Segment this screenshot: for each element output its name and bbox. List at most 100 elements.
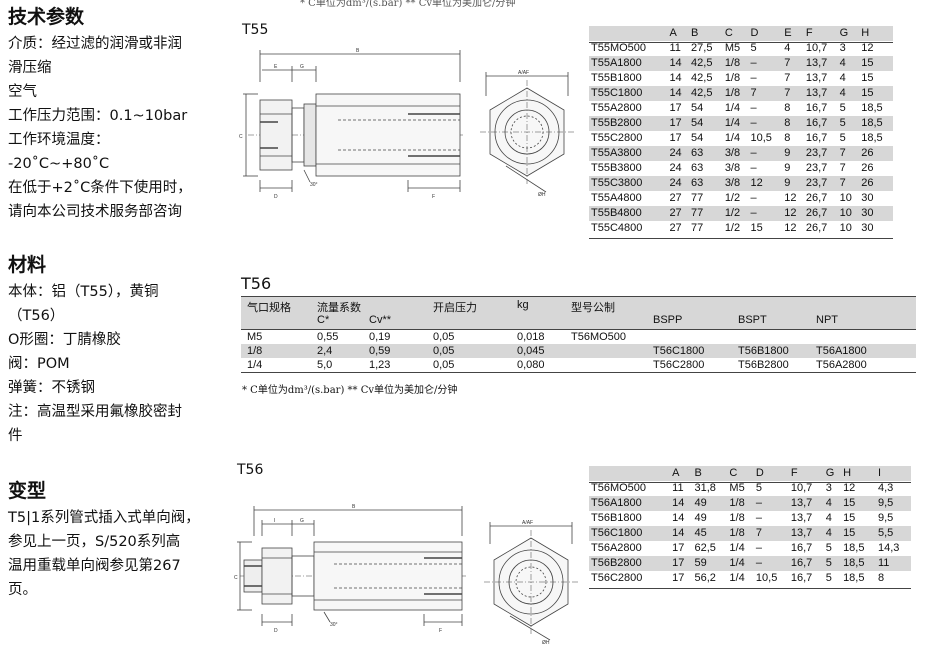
t56-side-drawing: B I G C D F 30° — [234, 504, 466, 634]
table-cell: 5 — [755, 482, 763, 494]
table-cell: 54 — [689, 116, 723, 131]
variant-line: 温用重载单向阀参见第267 — [8, 558, 181, 574]
dim-c-label: C — [239, 134, 243, 140]
table-cell: – — [755, 542, 763, 554]
table-cell: T56C1800 — [589, 526, 671, 541]
table-cell: 5 — [839, 132, 846, 144]
t56-table-bottom-rule — [589, 588, 911, 589]
table-cell: 23,7 — [803, 146, 838, 161]
t56-dim-aaf-label: A/AF — [522, 520, 533, 526]
table-cell: 27 — [667, 206, 690, 221]
table-cell: 49 — [694, 512, 707, 524]
table-cell: 18,5 — [843, 572, 865, 584]
table-cell: 26,7 — [803, 206, 838, 221]
table-cell: 31,8 — [694, 482, 716, 494]
table-cell: 9,5 — [876, 496, 911, 511]
table-cell: T55A1800 — [589, 56, 668, 71]
flow-table-header: 气口规格 流量系数 开启压力 kg 型号公制 C* Cv** BSPP BSPT… — [241, 297, 916, 329]
table-cell: 14 — [669, 72, 682, 84]
table-cell: 16,7 — [790, 542, 813, 554]
table-cell: 14 — [672, 512, 685, 524]
table-cell: 3/8 — [722, 176, 749, 191]
table-cell: 15 — [861, 72, 874, 84]
header-cv: Cv** — [369, 314, 392, 326]
dim-f-label: F — [432, 194, 435, 200]
table-cell: 16,7 — [805, 132, 828, 144]
table-cell: 4 — [823, 496, 842, 511]
table-cell: 12 — [784, 222, 797, 234]
material-line: 阀：POM — [8, 356, 70, 372]
table-cell: 10 — [839, 222, 852, 234]
table-cell: 5 — [825, 542, 832, 554]
t56-dim-i-label: I — [274, 518, 275, 524]
material-line: O形圈：丁腈橡胶 — [8, 332, 121, 348]
table-header: A B C D E F G H — [589, 26, 893, 41]
table-cell: 13,7 — [790, 512, 813, 524]
dim-e-label: E — [274, 64, 278, 70]
table-cell: 15 — [843, 512, 856, 524]
variant-line: 页。 — [8, 582, 37, 598]
header-c: C* — [317, 314, 330, 326]
table-cell: – — [753, 496, 789, 511]
table-cell: 12 — [843, 482, 856, 494]
table-cell: 14,3 — [878, 542, 900, 554]
table-cell: 4 — [839, 72, 846, 84]
top-clipped-note: * C单位为dm³/(s.bar) ** Cv单位为美加仑/分钟 — [300, 0, 516, 9]
t56-dim-h-label: ØH — [542, 640, 550, 646]
table-cell: 45 — [692, 526, 728, 541]
table-cell: 3/8 — [724, 162, 741, 174]
table-cell: 7 — [837, 146, 860, 161]
dim-b-label: B — [356, 48, 360, 54]
angle-label: 30° — [310, 182, 318, 188]
table-cell: T55C3800 — [589, 176, 668, 191]
t55-table-header-rule — [589, 42, 893, 43]
table-cell: 16,7 — [790, 572, 813, 584]
table-cell: 17 — [669, 132, 682, 144]
variant-body: T5|1系列管式插入式单向阀， 参见上一页，S/520系列高 温用重载单向阀参见… — [8, 506, 228, 602]
table-cell: 26,7 — [805, 222, 828, 234]
table-cell: 4,3 — [878, 482, 894, 494]
table-cell: 77 — [689, 206, 723, 221]
table-cell: 14 — [667, 86, 690, 101]
t56-dim-c-label: C — [234, 575, 238, 581]
flow-cell: 0,080 — [517, 359, 545, 371]
table-cell: 24 — [667, 146, 690, 161]
table-cell: 7 — [837, 176, 860, 191]
table-cell: T55C1800 — [589, 86, 668, 101]
table-cell: – — [748, 146, 783, 161]
table-cell: 3 — [825, 482, 832, 494]
flow-cell: 0,05 — [433, 345, 455, 357]
table-cell: – — [750, 72, 757, 84]
table-cell: 18,5 — [859, 116, 893, 131]
table-cell: 30 — [861, 222, 874, 234]
table-cell: – — [753, 556, 789, 571]
t55-drawing-label: T55 — [242, 22, 269, 38]
table-cell: 42,5 — [691, 72, 713, 84]
table-cell: 1/4 — [729, 542, 745, 554]
table-cell: 42,5 — [689, 56, 723, 71]
table-cell: 27 — [669, 222, 682, 234]
header-flow: 流量系数 — [317, 302, 361, 314]
table-cell: 17 — [670, 556, 693, 571]
t56-angle-label: 30° — [330, 622, 338, 628]
material-line: 弹簧：不锈钢 — [8, 380, 95, 396]
header-model: 型号公制 — [571, 302, 615, 314]
table-cell: 62,5 — [694, 542, 716, 554]
header-npt: NPT — [816, 314, 838, 326]
table-cell: 1/4 — [724, 102, 741, 114]
table-cell: 7 — [839, 162, 846, 174]
table-cell: 4 — [825, 512, 832, 524]
table-cell: 16,7 — [788, 556, 824, 571]
t56-flow-table: 气口规格 流量系数 开启压力 kg 型号公制 C* Cv** BSPP BSPT… — [241, 296, 916, 373]
table-cell: – — [750, 162, 757, 174]
material-line: 件 — [8, 428, 23, 444]
t56-dim-d-label: D — [274, 628, 278, 634]
flow-cell: 1,23 — [369, 359, 391, 371]
